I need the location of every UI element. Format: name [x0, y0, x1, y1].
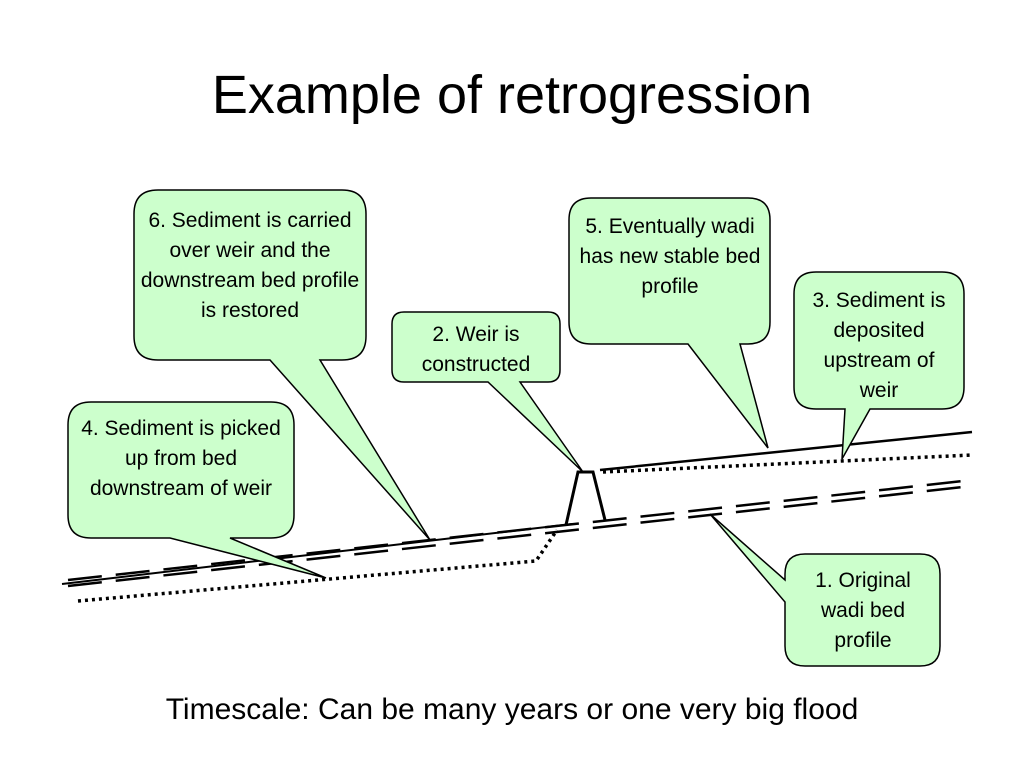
callout-5-text: 5. Eventually wadi has new stable bed pr… [579, 215, 761, 298]
new-stable-bed-line [599, 430, 973, 472]
callout-shape-5 [568, 197, 771, 449]
callout-1-text: 1. Original wadi bed profile [815, 569, 911, 652]
callout-shape-3 [793, 271, 965, 460]
downstream-scour-dotted-line [77, 529, 559, 603]
callout-4-text: 4. Sediment is picked up from bed downst… [81, 417, 281, 500]
callout-2-text: 2. Weir is constructed [421, 323, 531, 376]
callout-shape-6 [133, 189, 431, 541]
callout-shape-1 [709, 513, 941, 667]
restored-downstream-line [61, 523, 573, 585]
timescale-footer: Timescale: Can be many years or one very… [165, 693, 859, 726]
callout-shape-4 [67, 401, 327, 579]
callout-6-text: 6. Sediment is carried over weir and the… [140, 209, 360, 322]
slide-title: Example of retrogression [211, 65, 813, 125]
callout-3-text: 3. Sediment is deposited upstream of wei… [812, 289, 946, 402]
weir-shape [564, 470, 607, 526]
callout-shape-2 [391, 311, 584, 473]
upstream-sediment-dotted-line [602, 453, 973, 474]
